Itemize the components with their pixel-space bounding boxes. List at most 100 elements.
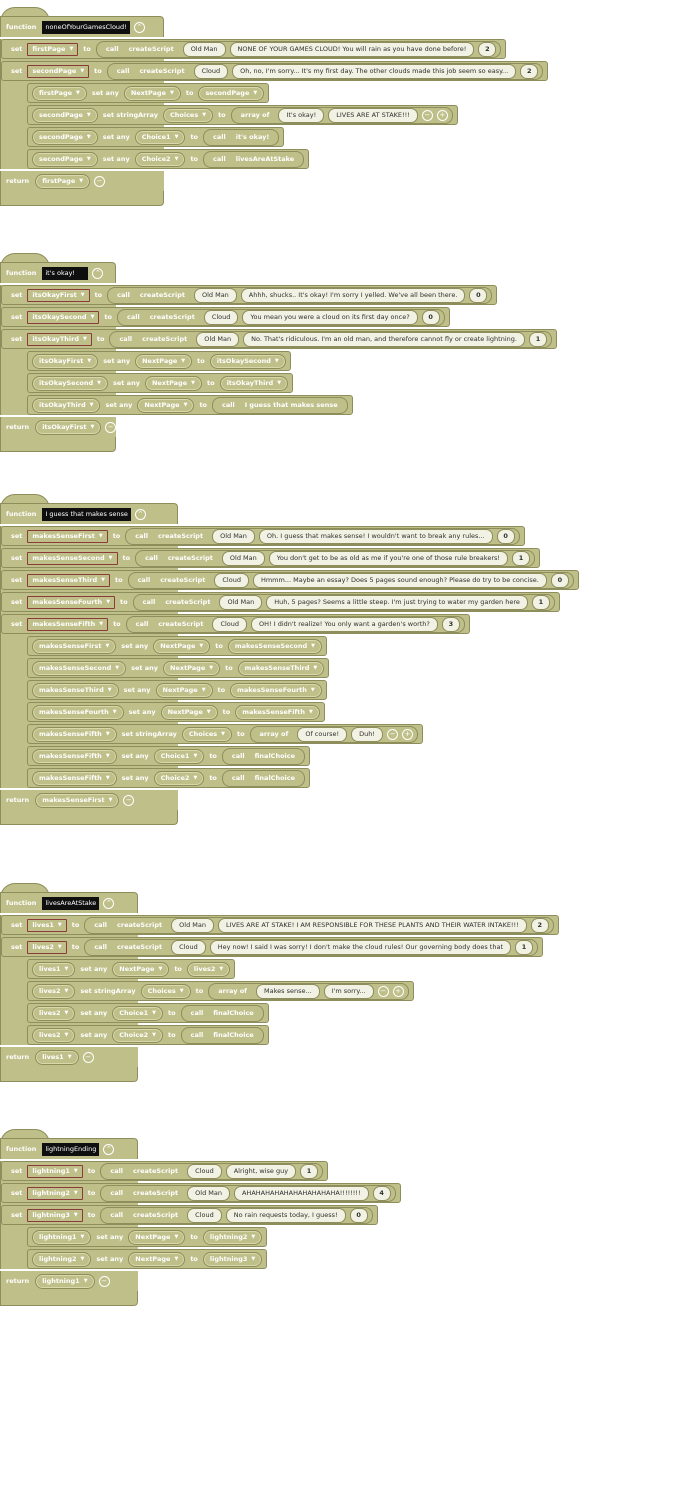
- string-literal[interactable]: I'm sorry...: [323, 983, 374, 999]
- number-literal[interactable]: 1: [300, 1163, 319, 1179]
- set-variable-field[interactable]: lives1▼: [27, 918, 67, 932]
- target-getter[interactable]: makesSenseThird▼: [32, 682, 119, 698]
- string-literal[interactable]: Old Man: [196, 331, 240, 347]
- target-getter[interactable]: secondPage▼: [32, 107, 98, 123]
- field-dropdown[interactable]: NextPage▼: [112, 961, 170, 977]
- string-literal[interactable]: Alright, wise guy: [225, 1163, 297, 1179]
- field-dropdown[interactable]: NextPage▼: [135, 353, 193, 369]
- function-name-field[interactable]: livesAreAtStake: [42, 896, 100, 910]
- set-variable-field[interactable]: lightning1▼: [27, 1164, 83, 1178]
- function-name-field[interactable]: noneOfYourGamesCloud!: [42, 20, 130, 34]
- collapse-icon[interactable]: ⌃: [134, 508, 146, 520]
- number-literal[interactable]: 0: [349, 1207, 368, 1223]
- target-getter[interactable]: makesSenseFourth▼: [32, 704, 124, 720]
- target-getter[interactable]: makesSenseFifth▼: [32, 726, 117, 742]
- string-literal[interactable]: Huh, 5 pages? Seems a little steep. I'm …: [266, 594, 528, 610]
- string-literal[interactable]: OH! I didn't realize! You only want a ga…: [251, 616, 438, 632]
- value-getter[interactable]: itsOkayThird▼: [219, 375, 289, 391]
- set-variable-field[interactable]: itsOkaySecond▼: [27, 310, 100, 324]
- field-dropdown[interactable]: NextPage▼: [153, 638, 211, 654]
- target-getter[interactable]: lightning1▼: [32, 1229, 92, 1245]
- return-getter[interactable]: makesSenseFirst▼: [35, 792, 120, 808]
- set-variable-field[interactable]: lightning2▼: [27, 1186, 83, 1200]
- number-literal[interactable]: 2: [520, 63, 539, 79]
- string-literal[interactable]: Cloud: [187, 1163, 222, 1179]
- field-dropdown[interactable]: NextPage▼: [128, 1251, 186, 1267]
- target-getter[interactable]: firstPage▼: [32, 85, 87, 101]
- string-literal[interactable]: Cloud: [193, 63, 229, 79]
- string-literal[interactable]: LIVES ARE AT STAKE!!!: [328, 107, 418, 123]
- string-literal[interactable]: Cloud: [171, 939, 206, 955]
- field-dropdown[interactable]: Choices▼: [162, 107, 214, 123]
- field-dropdown[interactable]: Choice2▼: [134, 151, 186, 167]
- target-getter[interactable]: lightning2▼: [32, 1251, 92, 1267]
- number-literal[interactable]: 1: [511, 550, 530, 566]
- return-getter[interactable]: lightning1▼: [35, 1273, 95, 1289]
- string-literal[interactable]: Old Man: [221, 550, 265, 566]
- remove-item-icon[interactable]: −: [387, 728, 398, 740]
- value-getter[interactable]: lightning2▼: [202, 1229, 263, 1245]
- set-variable-field[interactable]: itsOkayThird▼: [27, 332, 92, 346]
- target-getter[interactable]: itsOkaySecond▼: [32, 375, 109, 391]
- remove-return-icon[interactable]: −: [98, 1275, 110, 1287]
- set-variable-field[interactable]: firstPage▼: [27, 42, 79, 56]
- string-literal[interactable]: It's okay!: [278, 107, 325, 123]
- value-getter[interactable]: secondPage▼: [198, 85, 265, 101]
- target-getter[interactable]: secondPage▼: [32, 129, 98, 145]
- string-literal[interactable]: Old Man: [171, 917, 214, 933]
- string-literal[interactable]: Makes sense...: [256, 983, 320, 999]
- number-literal[interactable]: 0: [421, 309, 440, 325]
- string-literal[interactable]: No. That's ridiculous. I'm an old man, a…: [243, 331, 525, 347]
- target-getter[interactable]: lives2▼: [32, 1027, 76, 1043]
- add-item-icon[interactable]: +: [436, 109, 448, 121]
- value-getter[interactable]: lightning3▼: [202, 1251, 263, 1267]
- number-literal[interactable]: 0: [496, 528, 515, 544]
- field-dropdown[interactable]: NextPage▼: [163, 660, 221, 676]
